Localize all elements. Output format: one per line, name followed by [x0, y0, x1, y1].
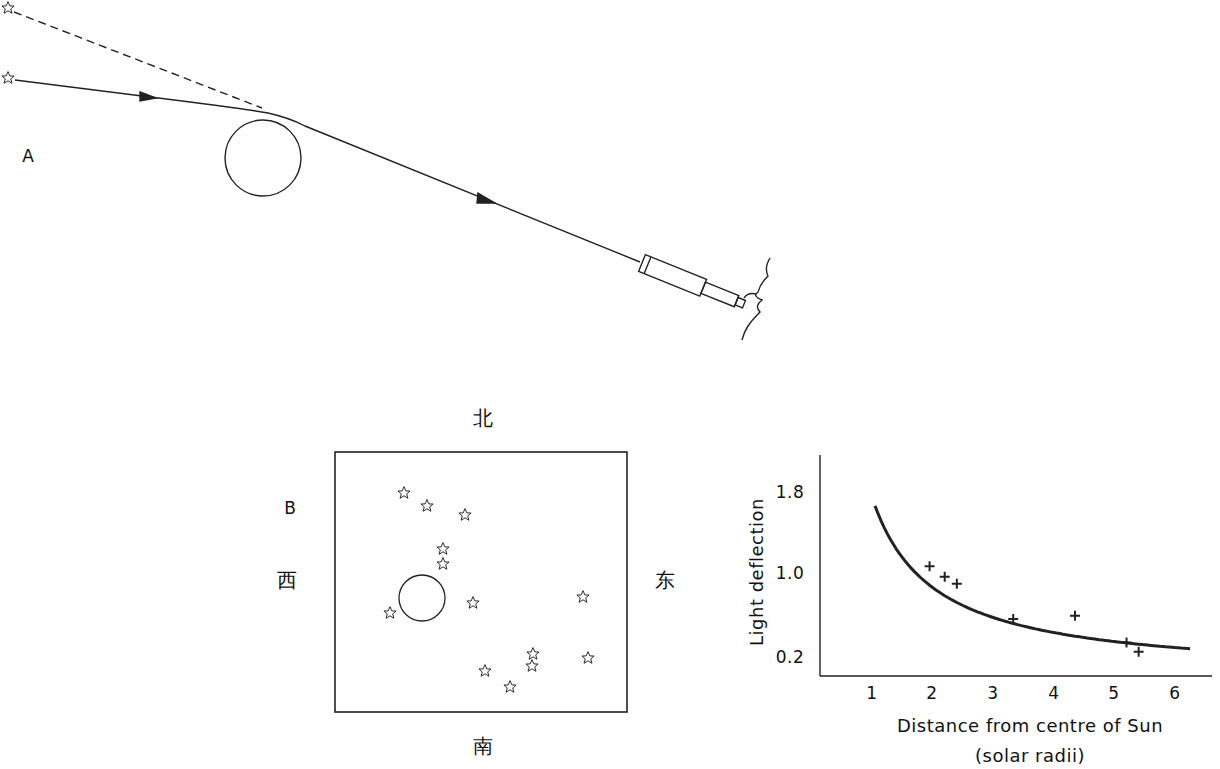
tick-label: 3 — [987, 684, 998, 703]
compass-label: 南 — [473, 735, 493, 757]
data-point — [1134, 647, 1144, 657]
tick-label: 2 — [926, 684, 937, 703]
axis-title: Light deflection — [747, 498, 767, 646]
axis-title: Distance from centre of Sun — [897, 716, 1163, 736]
tick-label: 4 — [1048, 684, 1059, 703]
tick-label: 6 — [1169, 684, 1180, 703]
data-point — [925, 561, 935, 571]
data-point — [1008, 614, 1018, 624]
compass-label: 东 — [655, 569, 675, 591]
data-point — [940, 572, 950, 582]
axis-subtitle: (solar radii) — [975, 746, 1085, 766]
star-field-plate — [335, 452, 627, 712]
tick-label: 5 — [1108, 684, 1119, 703]
part-letter: A — [22, 147, 34, 166]
data-point — [952, 579, 962, 589]
tick-label: 0.2 — [776, 648, 805, 667]
data-point — [1122, 638, 1132, 648]
tick-label: 1.8 — [776, 483, 805, 502]
data-point — [1070, 611, 1080, 621]
tick-label: 1.0 — [776, 564, 805, 583]
part-letter: B — [284, 499, 296, 518]
deflection-graph — [820, 455, 1212, 676]
light-bending-sketch — [2, 2, 770, 340]
tick-label: 1 — [866, 684, 877, 703]
compass-label: 西 — [277, 569, 297, 591]
compass-label: 北 — [473, 407, 493, 429]
